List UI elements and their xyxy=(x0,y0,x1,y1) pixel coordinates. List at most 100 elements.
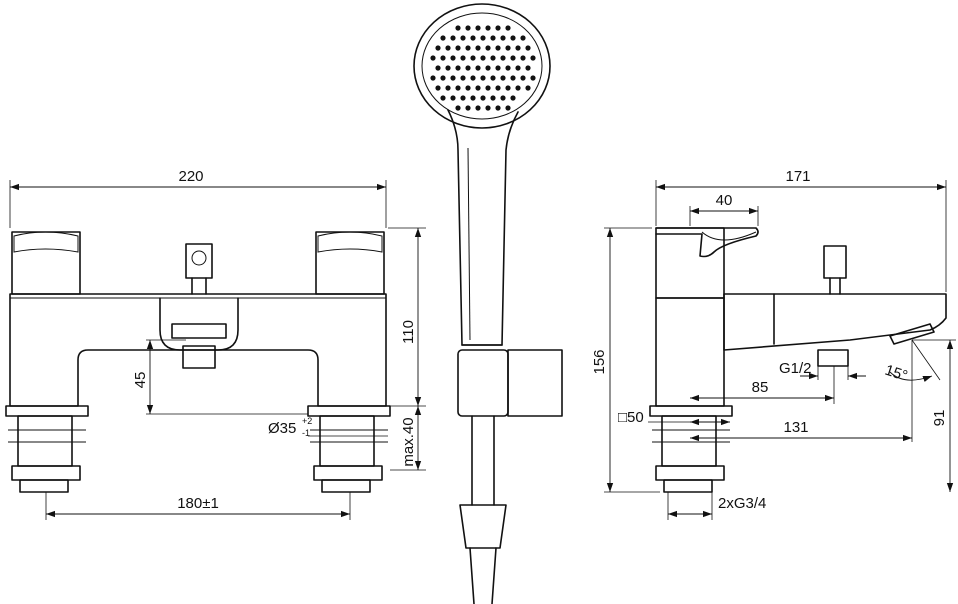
spray-hole xyxy=(520,35,526,41)
spray-hole xyxy=(495,25,501,31)
dim-spout-height-side: 91 xyxy=(931,410,948,427)
spray-hole xyxy=(500,95,506,101)
spray-hole xyxy=(470,55,476,61)
dim-deck-thickness: max.40 xyxy=(400,417,417,466)
hand-shower xyxy=(413,3,563,604)
spray-hole xyxy=(515,65,521,71)
spray-hole xyxy=(440,55,446,61)
spray-hole xyxy=(500,55,506,61)
right-handle xyxy=(315,231,385,295)
spray-hole xyxy=(495,45,501,51)
lever xyxy=(655,227,759,258)
spray-hole xyxy=(465,65,471,71)
spray-hole xyxy=(435,65,441,71)
spray-hole xyxy=(515,45,521,51)
dim-height-body: 110 xyxy=(400,320,417,344)
spray-hole xyxy=(520,55,526,61)
left-connector xyxy=(5,405,89,493)
dim-lever-length: 40 xyxy=(716,192,733,209)
diverter-knob xyxy=(185,243,213,279)
spray-hole xyxy=(510,95,516,101)
dim-spout-height: 45 xyxy=(132,372,149,389)
spray-hole xyxy=(495,85,501,91)
dim-spout-reach: 131 xyxy=(783,419,808,436)
dim-spout-angle: 15° xyxy=(883,362,910,385)
spray-holes xyxy=(430,25,536,111)
spray-hole xyxy=(485,25,491,31)
spray-hole xyxy=(495,105,501,111)
shower-head-icon xyxy=(413,3,551,129)
spray-hole xyxy=(480,35,486,41)
spray-hole xyxy=(520,75,526,81)
spray-hole xyxy=(475,25,481,31)
spray-hole xyxy=(465,45,471,51)
spray-hole xyxy=(440,35,446,41)
spray-hole xyxy=(450,95,456,101)
spray-hole xyxy=(460,95,466,101)
spray-hole xyxy=(480,75,486,81)
spray-hole xyxy=(465,25,471,31)
spray-hole xyxy=(475,65,481,71)
side-spout xyxy=(723,293,947,351)
front-view: 220 110 max.40 45 Ø35 +2 -1 180±1 xyxy=(5,168,426,520)
dim-outlet-offset: 85 xyxy=(752,379,769,396)
outlet-g12 xyxy=(817,349,849,367)
dim-height-total: 156 xyxy=(591,349,608,374)
spray-hole xyxy=(515,85,521,91)
spray-hole xyxy=(500,75,506,81)
spray-hole xyxy=(440,95,446,101)
dim-outlet-thread: G1/2 xyxy=(779,360,812,377)
spray-hole xyxy=(455,105,461,111)
spray-hole xyxy=(465,85,471,91)
hose xyxy=(469,547,497,604)
spray-hole xyxy=(505,25,511,31)
spray-hole xyxy=(525,65,531,71)
spray-hole xyxy=(455,65,461,71)
spray-hole xyxy=(490,55,496,61)
spray-hole xyxy=(435,85,441,91)
spray-hole xyxy=(505,105,511,111)
spray-hole xyxy=(500,35,506,41)
spray-hole xyxy=(430,55,436,61)
spray-hole xyxy=(440,75,446,81)
spray-hole xyxy=(465,105,471,111)
spray-hole xyxy=(435,45,441,51)
spray-hole xyxy=(530,55,536,61)
spray-hole xyxy=(450,35,456,41)
spray-hole xyxy=(530,75,536,81)
dim-hole-tolerance-upper: +2 xyxy=(302,416,312,426)
spray-hole xyxy=(455,45,461,51)
spray-hole xyxy=(485,105,491,111)
spray-hole xyxy=(505,85,511,91)
spray-hole xyxy=(510,35,516,41)
spray-hole xyxy=(470,35,476,41)
spray-hole xyxy=(455,85,461,91)
dim-width-overall: 220 xyxy=(178,168,203,185)
shower-holder xyxy=(457,349,509,417)
spray-hole xyxy=(485,65,491,71)
side-diverter xyxy=(823,245,847,279)
dim-square-base: □50 xyxy=(618,409,644,426)
right-connector xyxy=(307,405,391,493)
hose-connector xyxy=(459,504,507,549)
spray-hole xyxy=(470,75,476,81)
spray-hole xyxy=(485,45,491,51)
spray-hole xyxy=(525,45,531,51)
shower-handle xyxy=(447,109,519,346)
body-lower xyxy=(655,297,725,407)
mixer-body xyxy=(9,293,387,407)
spray-hole xyxy=(510,55,516,61)
spray-hole xyxy=(450,55,456,61)
spray-hole xyxy=(495,65,501,71)
spray-hole xyxy=(470,95,476,101)
dim-hole-tolerance-lower: -1 xyxy=(302,428,310,438)
spray-hole xyxy=(445,45,451,51)
spray-hole xyxy=(445,65,451,71)
spray-hole xyxy=(490,95,496,101)
spray-hole xyxy=(475,45,481,51)
spray-hole xyxy=(505,65,511,71)
side-view: 171 40 156 G1/2 85 15° □50 131 xyxy=(591,168,956,520)
spout xyxy=(159,297,239,351)
spray-hole xyxy=(460,55,466,61)
spray-hole xyxy=(460,75,466,81)
